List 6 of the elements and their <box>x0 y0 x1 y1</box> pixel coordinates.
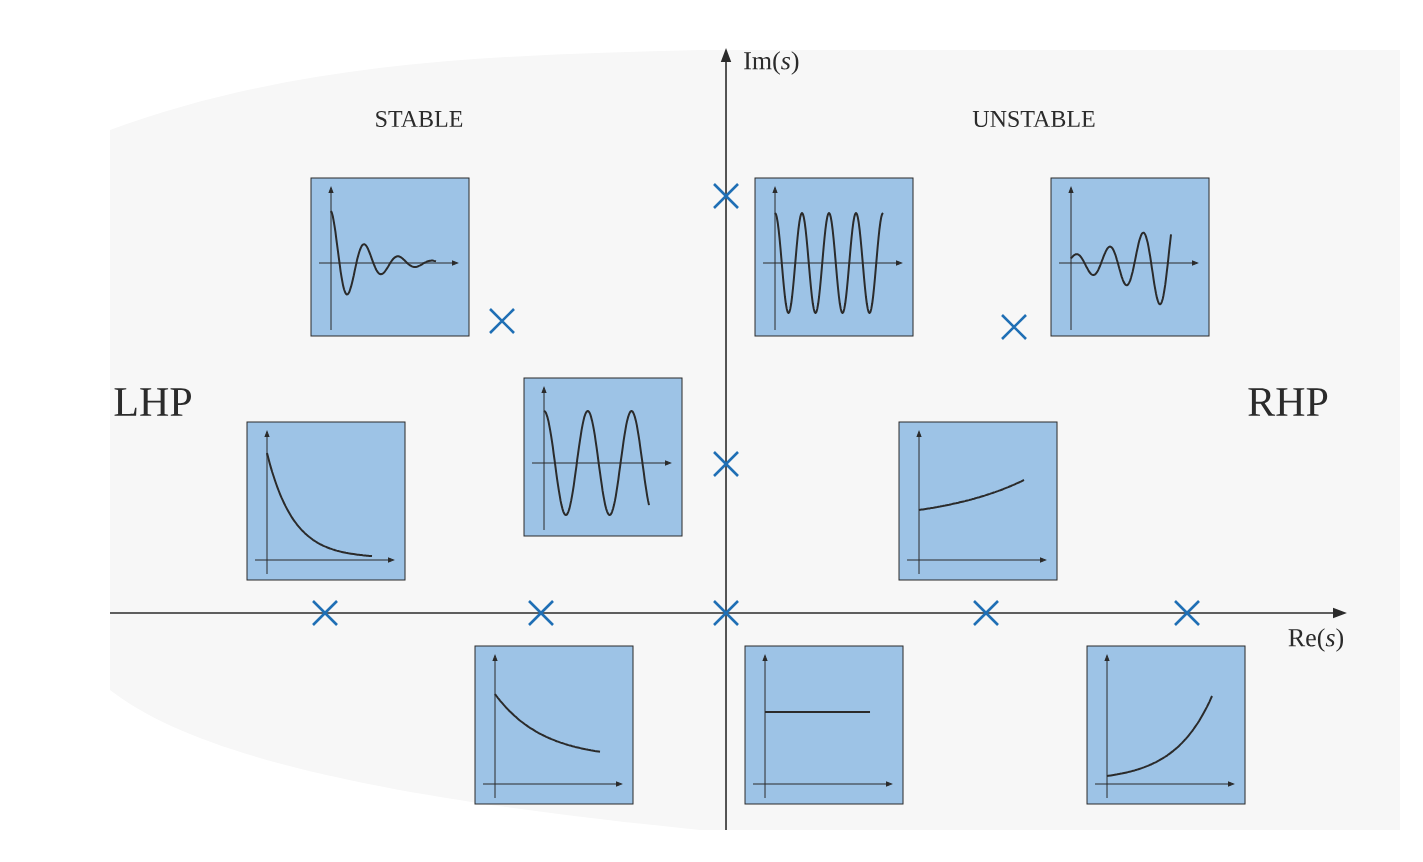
region-label: STABLE <box>376 110 463 128</box>
half-plane-label: RHP <box>1248 388 1328 416</box>
half-plane-label: LHP <box>114 388 191 416</box>
axis-label: Im(s) <box>744 51 799 75</box>
axis-label: Re(s) <box>1288 628 1344 652</box>
region-label: UNSTABLE <box>972 110 1095 128</box>
